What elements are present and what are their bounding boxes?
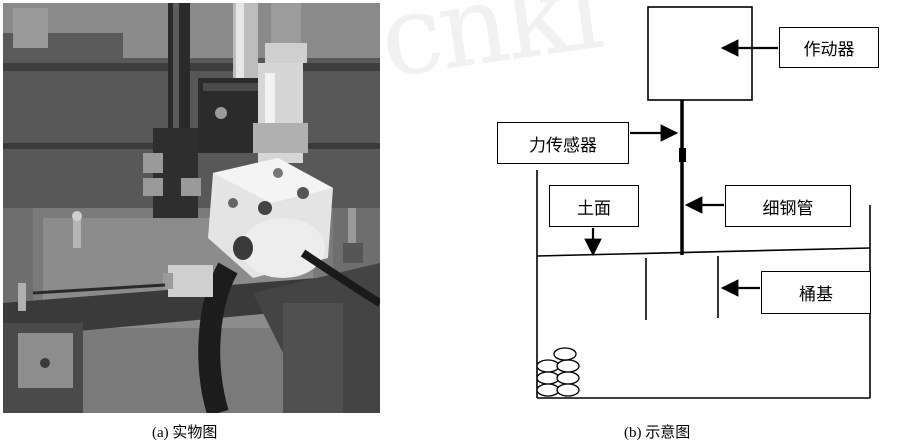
label-thin-steel-pipe: 细钢管 (725, 185, 851, 227)
caption-b: (b) 示意图 (624, 421, 690, 442)
schematic-diagram: 作动器 力传感器 土面 细钢管 桶基 (380, 0, 921, 420)
actuator-box (648, 7, 752, 100)
soil-surface-line (537, 248, 870, 256)
apparatus-photo-drawing (3, 3, 380, 413)
label-actuator: 作动器 (779, 27, 879, 68)
label-force-sensor: 力传感器 (497, 122, 629, 164)
caption-a: (a) 实物图 (152, 421, 217, 442)
apparatus-photo (3, 3, 380, 413)
pebbles (537, 348, 579, 396)
sensor-joint (679, 148, 686, 162)
label-bucket-foundation: 桶基 (761, 271, 871, 314)
label-soil-surface: 土面 (549, 185, 639, 227)
